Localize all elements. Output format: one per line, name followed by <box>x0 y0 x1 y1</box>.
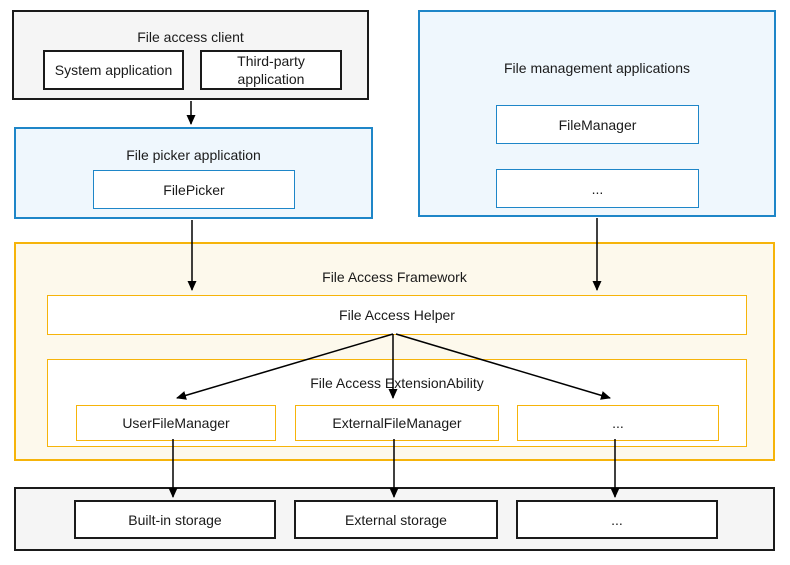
group-file-access-framework-title: File Access Framework <box>322 269 467 285</box>
node-storage-more: ... <box>516 500 718 539</box>
group-file-management-applications: File management applications FileManager… <box>418 10 776 217</box>
group-file-access-extensionability: File Access ExtensionAbility UserFileMan… <box>47 359 747 447</box>
node-filepicker: FilePicker <box>93 170 295 209</box>
node-filemanager-label: FileManager <box>558 116 637 133</box>
node-built-in-storage: Built-in storage <box>74 500 276 539</box>
node-system-application: System application <box>43 50 184 90</box>
node-filepicker-label: FilePicker <box>163 181 225 198</box>
node-management-more-label: ... <box>591 180 604 197</box>
node-externalfilemanager: ExternalFileManager <box>295 405 499 441</box>
group-file-management-applications-title: File management applications <box>504 60 690 76</box>
node-built-in-storage-label: Built-in storage <box>128 511 222 528</box>
node-external-storage: External storage <box>294 500 498 539</box>
node-filemanager: FileManager <box>496 105 699 144</box>
node-file-access-helper: File Access Helper <box>47 295 747 335</box>
group-storage-layer: Built-in storage External storage ... <box>14 487 775 551</box>
group-file-picker-application: File picker application FilePicker <box>14 127 373 219</box>
group-file-access-client-title: File access client <box>137 29 244 45</box>
node-management-more: ... <box>496 169 699 208</box>
group-file-access-extensionability-title: File Access ExtensionAbility <box>310 375 484 391</box>
node-system-application-label: System application <box>54 62 173 78</box>
node-third-party-application: Third-party application <box>200 50 342 90</box>
group-file-access-framework: File Access Framework File Access Helper… <box>14 242 775 461</box>
node-userfilemanager-label: UserFileManager <box>122 415 230 431</box>
node-storage-more-label: ... <box>611 511 623 528</box>
node-extension-more-label: ... <box>612 415 624 431</box>
node-userfilemanager: UserFileManager <box>76 405 276 441</box>
node-externalfilemanager-label: ExternalFileManager <box>332 415 462 431</box>
node-external-storage-label: External storage <box>345 511 447 528</box>
node-file-access-helper-label: File Access Helper <box>339 307 455 323</box>
node-third-party-application-label: Third-party application <box>237 53 305 87</box>
group-file-picker-application-title: File picker application <box>126 147 261 163</box>
group-file-access-client: File access client System application Th… <box>12 10 369 100</box>
node-extension-more: ... <box>517 405 719 441</box>
